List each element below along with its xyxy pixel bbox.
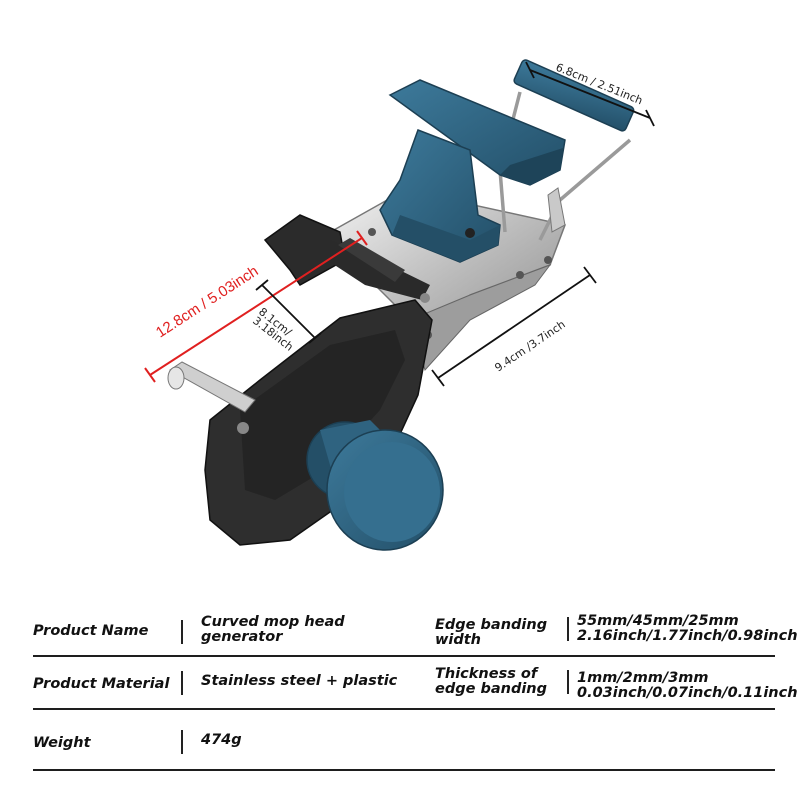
divider [181,730,183,754]
guide-rod [167,361,256,413]
adjust-knob [306,420,444,551]
spec-row-weight: Weight 474g [33,710,775,771]
side-length-label: 9.4cm /3.7inch [492,318,567,375]
product-name-label: Product Name [33,623,149,639]
thickness-label: Thickness of edge banding [435,666,548,697]
product-name-value: Curved mop head generator [201,614,345,645]
clamp-body [204,214,433,546]
dimension-inner: 8.1cm/ 3.18inch [250,279,322,354]
spring-wire [498,59,635,241]
thickness-value: 1mm/2mm/3mm 0.03inch/0.07inch/0.11inch [577,670,798,701]
divider [567,617,569,641]
material-label: Product Material [33,676,170,692]
divider [181,620,183,644]
material-value: Stainless steel + plastic [201,673,398,689]
divider [567,670,569,694]
spec-table: Product Name Curved mop head generator E… [33,604,798,771]
weight-label: Weight [33,735,91,751]
divider [181,671,183,695]
edge-width-label: Edge banding width [435,617,548,648]
edge-width-value: 55mm/45mm/25mm 2.16inch/1.77inch/0.98inc… [577,613,798,644]
spec-row-name: Product Name Curved mop head generator E… [33,604,798,657]
weight-value: 474g [201,732,242,748]
length-label: 12.8cm / 5.03inch [153,263,262,342]
product-illustration: 6.8cm / 2.51inch 12.8cm / 5.03inch 8.1cm… [144,59,655,551]
t-handle [379,79,566,263]
spec-row-material: Product Material Stainless steel + plast… [33,657,798,710]
